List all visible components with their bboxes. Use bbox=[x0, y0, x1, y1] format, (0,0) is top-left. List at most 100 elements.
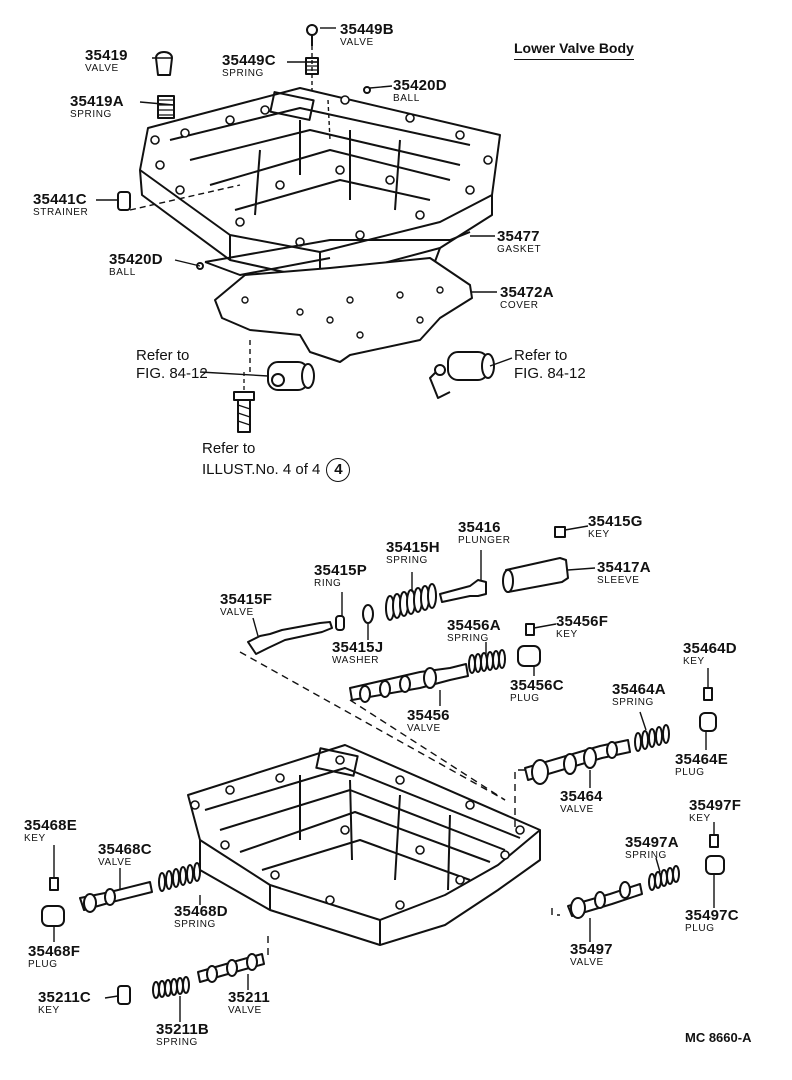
callout-35211C: 35211C KEY bbox=[38, 990, 91, 1016]
part-name: VALVE bbox=[407, 723, 441, 734]
callout-35464D: 35464D KEY bbox=[683, 641, 737, 667]
part-number: 35464D bbox=[683, 640, 737, 657]
callout-35415J: 35415J WASHER bbox=[332, 640, 383, 666]
solenoid-left-shape bbox=[249, 340, 315, 391]
part-name: SPRING bbox=[612, 697, 654, 708]
valve-parts-lower bbox=[41, 526, 725, 1005]
callout-35468E: 35468E KEY bbox=[24, 818, 77, 844]
part-name: BALL bbox=[109, 267, 136, 278]
part-number: 35464E bbox=[675, 751, 728, 768]
callout-35420D-top: 35420D BALL bbox=[393, 78, 447, 104]
part-name: PLUG bbox=[28, 959, 58, 970]
callout-35420D-left: 35420D BALL bbox=[109, 252, 163, 278]
part-number: 35468D bbox=[174, 903, 228, 920]
ref-line1: Refer to bbox=[202, 440, 256, 457]
part-number: 35415P bbox=[314, 562, 367, 579]
ref-fig-84-12-right: Refer to FIG. 84-12 bbox=[514, 347, 586, 383]
part-number: 35211C bbox=[38, 989, 91, 1006]
guide-lines-lower bbox=[239, 651, 560, 955]
callout-35477: 35477 GASKET bbox=[497, 229, 541, 255]
callout-35416: 35416 PLUNGER bbox=[458, 520, 511, 546]
part-number: 35477 bbox=[497, 228, 540, 245]
callout-35415H: 35415H SPRING bbox=[386, 540, 440, 566]
callout-35456C: 35456C PLUG bbox=[510, 678, 564, 704]
callout-35464A: 35464A SPRING bbox=[612, 682, 666, 708]
callout-35456A: 35456A SPRING bbox=[447, 618, 501, 644]
callout-35472A: 35472A COVER bbox=[500, 285, 554, 311]
part-name: VALVE bbox=[340, 37, 374, 48]
part-name: COVER bbox=[500, 300, 539, 311]
part-number: 35419A bbox=[70, 93, 124, 110]
part-number: 35464A bbox=[612, 681, 666, 698]
part-name: KEY bbox=[24, 833, 46, 844]
part-name: PLUG bbox=[685, 923, 715, 934]
part-name: PLUG bbox=[675, 767, 705, 778]
part-name: VALVE bbox=[560, 804, 594, 815]
callout-35449B: 35449B VALVE bbox=[340, 22, 394, 48]
part-number: 35417A bbox=[597, 559, 651, 576]
part-name: VALVE bbox=[220, 607, 254, 618]
part-name: SPRING bbox=[625, 850, 667, 861]
part-number: 35472A bbox=[500, 284, 554, 301]
bolt-shape bbox=[233, 372, 255, 433]
part-name: SPRING bbox=[222, 68, 264, 79]
solenoid-right-shape bbox=[429, 351, 495, 399]
lower-valve-body-bottom-view bbox=[187, 744, 541, 946]
part-name: STRAINER bbox=[33, 207, 89, 218]
callout-35456F: 35456F KEY bbox=[556, 614, 608, 640]
part-name: KEY bbox=[588, 529, 610, 540]
callout-35456: 35456 VALVE bbox=[407, 708, 450, 734]
cover-35472A-shape bbox=[214, 257, 473, 363]
part-number: 35420D bbox=[109, 251, 163, 268]
callout-35497: 35497 VALVE bbox=[570, 942, 613, 968]
part-name: VALVE bbox=[98, 857, 132, 868]
callout-35211B: 35211B SPRING bbox=[156, 1022, 209, 1048]
callout-35464: 35464 VALVE bbox=[560, 789, 603, 815]
callout-35468C: 35468C VALVE bbox=[98, 842, 152, 868]
callout-35415P: 35415P RING bbox=[314, 563, 367, 589]
part-number: 35468F bbox=[28, 943, 81, 960]
part-name: SPRING bbox=[386, 555, 428, 566]
part-number: 35464 bbox=[560, 788, 603, 805]
part-number: 35415H bbox=[386, 539, 440, 556]
part-name: SPRING bbox=[156, 1037, 198, 1048]
part-name: SPRING bbox=[447, 633, 489, 644]
leader-lines-upper bbox=[96, 27, 513, 377]
part-number: 35415F bbox=[220, 591, 273, 608]
part-number: 35468C bbox=[98, 841, 152, 858]
part-number: 35416 bbox=[458, 519, 501, 536]
ref-line1: Refer to bbox=[514, 347, 568, 364]
part-name: KEY bbox=[556, 629, 578, 640]
callout-35468D: 35468D SPRING bbox=[174, 904, 228, 930]
ref-fig-84-12-left: Refer to FIG. 84-12 bbox=[136, 347, 208, 383]
part-name: VALVE bbox=[85, 63, 119, 74]
callout-35497F: 35497F KEY bbox=[689, 798, 741, 824]
part-name: SPRING bbox=[174, 919, 216, 930]
part-number: 35415J bbox=[332, 639, 384, 656]
part-name: VALVE bbox=[570, 957, 604, 968]
part-name: KEY bbox=[689, 813, 711, 824]
part-name: KEY bbox=[683, 656, 705, 667]
callout-35211: 35211 VALVE bbox=[228, 990, 270, 1016]
callout-35464E: 35464E PLUG bbox=[675, 752, 728, 778]
part-number: 35449B bbox=[340, 21, 394, 38]
ref-line2: FIG. 84-12 bbox=[514, 365, 586, 382]
part-name: SPRING bbox=[70, 109, 112, 120]
part-name: SLEEVE bbox=[597, 575, 640, 586]
part-number: 35211B bbox=[156, 1021, 209, 1038]
part-number: 35456F bbox=[556, 613, 609, 630]
part-number: 35419 bbox=[85, 47, 128, 64]
ref-line1: Refer to bbox=[136, 347, 190, 364]
part-name: WASHER bbox=[332, 655, 380, 666]
callout-35417A: 35417A SLEEVE bbox=[597, 560, 651, 586]
drawing-code: MC 8660-A bbox=[685, 1030, 752, 1045]
part-number: 35497C bbox=[685, 907, 739, 924]
ref-line2: ILLUST.No. 4 of 4 bbox=[202, 460, 321, 478]
diagram-title: Lower Valve Body bbox=[514, 40, 634, 60]
part-name: RING bbox=[314, 578, 342, 589]
part-name: VALVE bbox=[228, 1005, 262, 1016]
callout-35419: 35419 VALVE bbox=[85, 48, 128, 74]
leader-lines-lower bbox=[53, 525, 715, 1022]
